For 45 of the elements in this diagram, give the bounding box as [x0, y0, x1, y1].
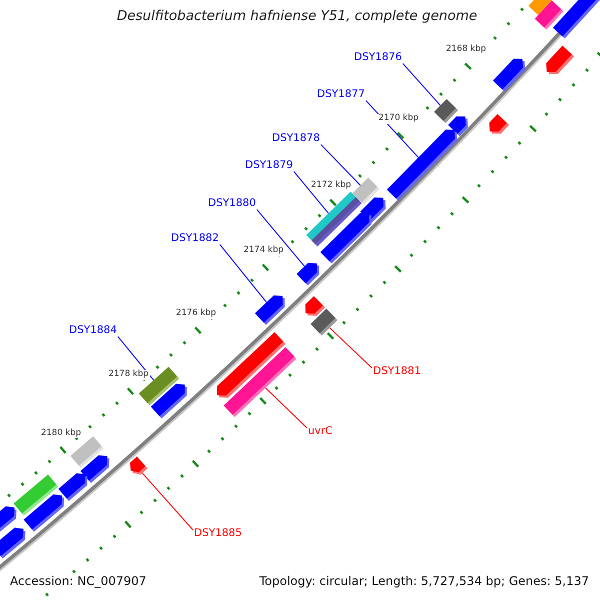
gene-bar [58, 473, 88, 501]
leader-line [142, 472, 194, 530]
gene-bar [492, 58, 526, 92]
scale-label: 2174 kbp [242, 246, 285, 256]
gene-label: DSY1880 [208, 198, 256, 210]
gene-label: DSY1881 [373, 366, 421, 378]
gene-bar [150, 384, 187, 418]
gene-label: DSY1878 [272, 133, 320, 145]
genome-info-text: Topology: circular; Length: 5,727,534 bp; Genes: 5,137 [258, 575, 590, 588]
gene-bar [320, 212, 372, 264]
gene-bar [386, 130, 458, 201]
scale-label: 2178 kbp [107, 370, 150, 380]
gene-bar [310, 308, 338, 336]
gene-bar [224, 347, 296, 418]
gene-bar [296, 262, 320, 286]
gene-bar [434, 99, 458, 124]
gene-bar [534, 0, 564, 30]
gene-label: DSY1876 [354, 52, 402, 64]
scale-label: 2168 kbp [444, 45, 488, 55]
gene-label: DSY1885 [194, 528, 242, 540]
scale-label: 2170 kbp [377, 114, 420, 124]
leader-line [293, 171, 329, 214]
leader-line [117, 336, 154, 381]
gene-bar [489, 114, 510, 134]
leader-line [265, 387, 308, 428]
gene-label: DSY1879 [245, 160, 293, 172]
accession-text: Accession: NC_007907 [9, 575, 148, 588]
scale-label: 2176 kbp [174, 309, 218, 319]
leader-line [256, 209, 305, 267]
leader-line [320, 144, 361, 186]
gene-bar [24, 494, 64, 532]
gene-label: DSY1877 [317, 89, 365, 101]
leader-line [329, 327, 372, 368]
title: Desulfitobacterium hafniense Y51, complete genome [116, 9, 478, 24]
gene-bar [305, 296, 326, 316]
scale-label: 2172 kbp [310, 181, 352, 191]
gene-bar [546, 46, 574, 74]
gene-bar [0, 506, 16, 534]
gene-bar [130, 456, 148, 475]
gene-bar [254, 295, 285, 325]
scale-label: 2180 kbp [40, 428, 82, 438]
gene-label: uvrC [308, 426, 333, 438]
leader-line [219, 244, 268, 303]
gene-label: DSY1882 [171, 233, 219, 245]
gene-label: DSY1884 [69, 325, 117, 337]
